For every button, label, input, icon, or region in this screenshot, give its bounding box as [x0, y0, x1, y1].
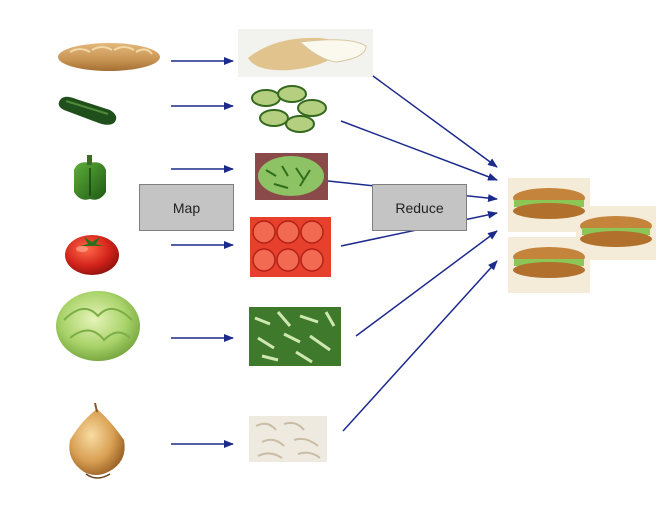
reduce-label: Reduce [395, 199, 444, 216]
sliced-bread-image [238, 29, 373, 77]
onion-image [69, 402, 125, 479]
reduce-arrow-onion [342, 260, 498, 432]
tomato-image [65, 235, 119, 275]
sandwiches-image [508, 178, 656, 293]
map-label-box: Map [139, 184, 234, 231]
cucumber-image [58, 96, 117, 125]
reduce-arrows [327, 75, 498, 432]
bread-loaf-image [58, 43, 160, 71]
sliced-cucumber-image [250, 80, 327, 136]
map-arrows [171, 57, 234, 448]
reduce-arrow-lettuce [355, 230, 498, 337]
reduce-label-box: Reduce [372, 184, 467, 231]
sliced-tomato-image [250, 217, 331, 277]
lettuce-image [56, 291, 140, 361]
green-pepper-image [74, 155, 106, 200]
shredded-lettuce-image [249, 307, 341, 366]
reduce-arrow-cucumber [340, 120, 498, 181]
map-label: Map [172, 199, 201, 216]
sliced-onion-image [249, 416, 327, 462]
reduce-arrow-bread [372, 75, 498, 168]
chopped-pepper-image [255, 153, 328, 200]
